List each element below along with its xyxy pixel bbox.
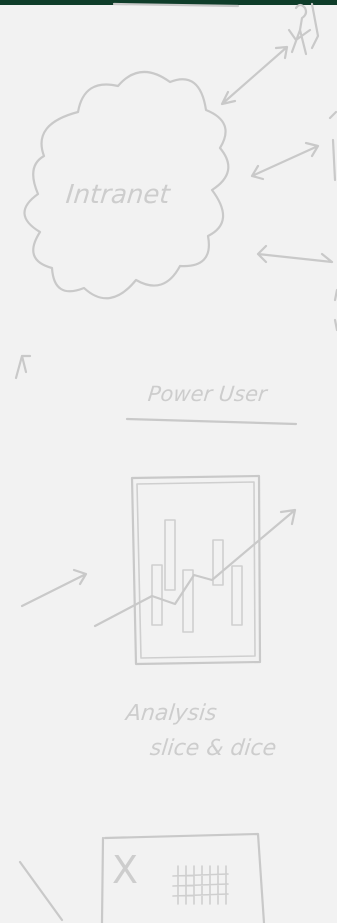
cloud-label: Intranet	[64, 180, 171, 210]
chart-frame-inner	[137, 482, 255, 658]
excel-letter: X	[112, 848, 138, 892]
chart-bar	[165, 520, 175, 590]
user-figure-icon	[289, 4, 318, 54]
arrow-horizontal-icon	[252, 143, 318, 179]
arrow-up-right-icon	[222, 47, 287, 104]
top-box-edge	[114, 4, 238, 6]
spreadsheet-grid	[173, 866, 228, 904]
analysis-label: Analysis	[125, 701, 218, 726]
partial-figure-icon	[330, 112, 337, 330]
small-arrow-icon	[16, 356, 30, 378]
power-user-label: Power User	[147, 382, 268, 406]
trend-arrow-icon	[95, 510, 295, 626]
incoming-arrow-icon	[22, 570, 86, 606]
slice-dice-label: slice & dice	[149, 736, 278, 761]
chart-bar	[232, 566, 242, 625]
power-user-underline	[127, 419, 296, 424]
chart-bar	[152, 565, 162, 625]
diagonal-line	[20, 862, 62, 920]
arrow-right-icon	[258, 246, 332, 262]
